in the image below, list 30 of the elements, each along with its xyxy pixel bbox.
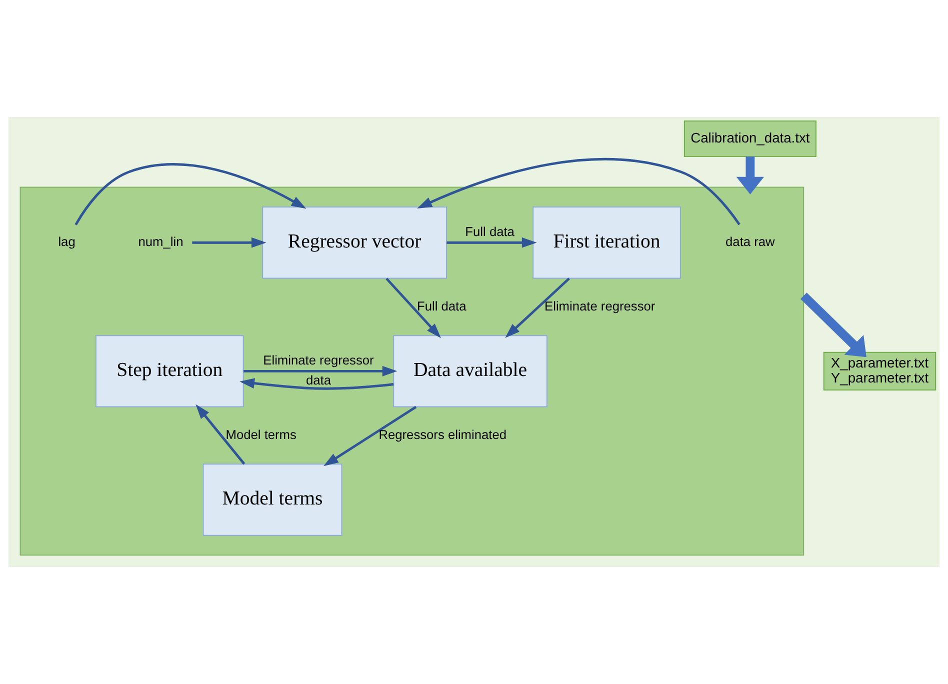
node-box: Step iteration xyxy=(95,335,244,408)
node-text: num_lin xyxy=(138,234,184,249)
arrow xyxy=(417,158,740,226)
edge-label: Model terms xyxy=(226,426,296,442)
node-box: Model terms xyxy=(202,464,342,536)
arrow xyxy=(386,278,441,338)
arrow xyxy=(800,292,866,358)
node-text: lag xyxy=(58,234,76,249)
arrow xyxy=(324,406,417,466)
arrow xyxy=(505,278,570,338)
node-box: Calibration_data.txt xyxy=(684,120,816,158)
arrow xyxy=(240,378,394,390)
edge-label: Eliminate regressor xyxy=(263,352,374,368)
edge-label: Full data xyxy=(416,298,466,314)
edge-label: Eliminate regressor xyxy=(544,298,656,314)
node-box: Data available xyxy=(393,335,548,408)
edge-label: data xyxy=(306,372,331,388)
node-text: data raw xyxy=(726,234,775,249)
arrow xyxy=(736,156,764,194)
edge-label: Full data xyxy=(465,224,514,240)
arrow xyxy=(446,237,537,248)
arrow xyxy=(244,366,398,376)
arrow xyxy=(74,163,306,226)
arrow xyxy=(196,404,246,465)
node-box: Regressor vector xyxy=(262,206,448,279)
node-box: X_parameter.txt Y_parameter.txt xyxy=(823,352,936,390)
edge-label: Regressors eliminated xyxy=(378,426,506,442)
arrow xyxy=(192,237,266,248)
cluster xyxy=(20,186,804,556)
node-box: First iteration xyxy=(532,206,681,279)
